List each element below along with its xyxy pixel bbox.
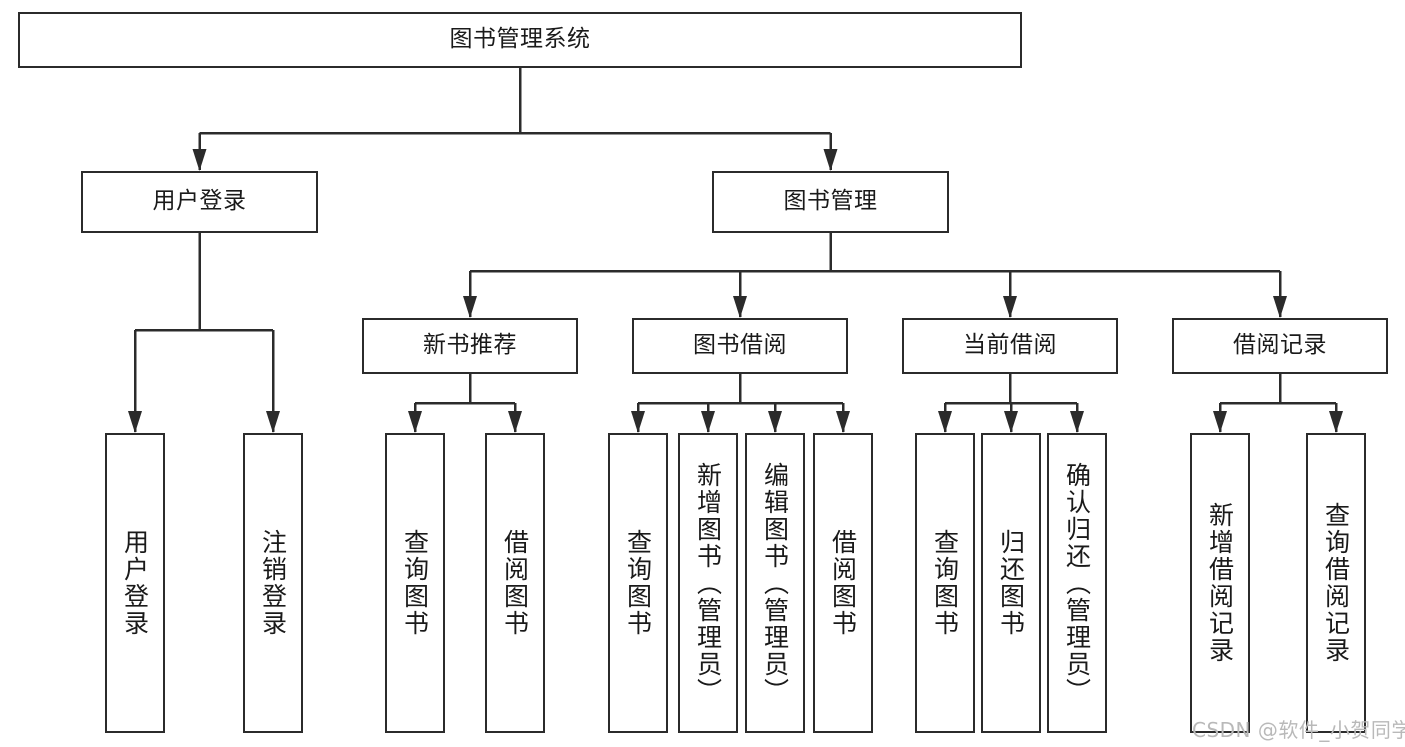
node-leaf-borrow-book-2[interactable]: 借阅图书	[813, 433, 873, 733]
node-book-manage[interactable]: 图书管理	[712, 171, 949, 233]
node-label: 用户登录	[152, 188, 247, 215]
node-label: 当前借阅	[963, 332, 1057, 359]
node-leaf-query-book-1[interactable]: 查询图书	[385, 433, 445, 733]
node-label: 借阅图书	[500, 529, 530, 637]
node-leaf-edit-book[interactable]: 编辑图书（管理员）	[745, 433, 805, 733]
node-user-login[interactable]: 用户登录	[81, 171, 318, 233]
node-leaf-return-book[interactable]: 归还图书	[981, 433, 1041, 733]
node-leaf-add-record[interactable]: 新增借阅记录	[1190, 433, 1250, 733]
node-label: 图书借阅	[693, 332, 787, 359]
node-book-borrow[interactable]: 图书借阅	[632, 318, 848, 374]
node-label: 查询图书	[400, 529, 430, 637]
node-borrow-record[interactable]: 借阅记录	[1172, 318, 1388, 374]
node-new-book-rec[interactable]: 新书推荐	[362, 318, 578, 374]
node-leaf-query-book-2[interactable]: 查询图书	[608, 433, 668, 733]
node-leaf-logout[interactable]: 注销登录	[243, 433, 303, 733]
node-label: 归还图书	[996, 529, 1026, 637]
node-label: 图书管理	[783, 188, 878, 215]
node-label: 查询借阅记录	[1321, 502, 1351, 664]
node-root[interactable]: 图书管理系统	[18, 12, 1022, 68]
node-label: 用户登录	[120, 529, 150, 637]
node-leaf-confirm-return[interactable]: 确认归还（管理员）	[1047, 433, 1107, 733]
node-label: 查询图书	[930, 529, 960, 637]
node-leaf-user-login[interactable]: 用户登录	[105, 433, 165, 733]
node-current-borrow[interactable]: 当前借阅	[902, 318, 1118, 374]
node-label: 借阅记录	[1233, 332, 1327, 359]
node-leaf-query-record[interactable]: 查询借阅记录	[1306, 433, 1366, 733]
node-leaf-borrow-book-1[interactable]: 借阅图书	[485, 433, 545, 733]
node-label: 注销登录	[258, 529, 288, 637]
node-label: 借阅图书	[828, 529, 858, 637]
node-leaf-add-book[interactable]: 新增图书（管理员）	[678, 433, 738, 733]
node-label: 编辑图书（管理员）	[760, 461, 790, 705]
node-label: 新书推荐	[423, 332, 517, 359]
node-leaf-query-book-3[interactable]: 查询图书	[915, 433, 975, 733]
node-label: 查询图书	[623, 529, 653, 637]
node-label: 确认归还（管理员）	[1062, 461, 1092, 705]
node-label: 新增借阅记录	[1205, 502, 1235, 664]
node-label: 图书管理系统	[449, 26, 591, 53]
node-label: 新增图书（管理员）	[693, 461, 723, 705]
